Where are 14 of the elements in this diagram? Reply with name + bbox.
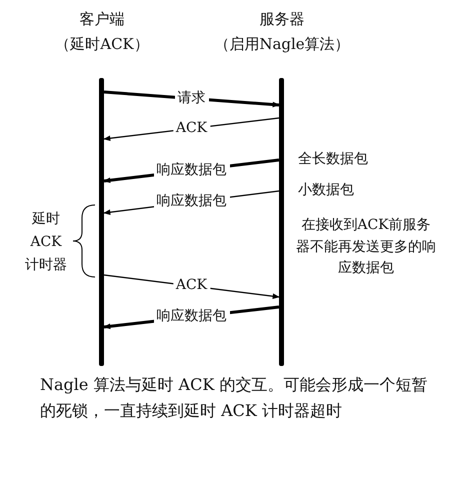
note-text: 延时ACK计时器 <box>24 210 68 276</box>
note-text: 在接收到ACK前服务器不能再发送更多的响应数据包 <box>296 216 436 278</box>
edge-label: 请求 <box>174 88 208 106</box>
lifeline-subtitle: （延时ACK） <box>54 35 150 54</box>
lifeline-subtitle: （启用Nagle算法） <box>213 35 351 54</box>
edge-label: 响应数据包 <box>154 307 230 325</box>
note-text: 小数据包 <box>298 181 355 200</box>
caption: Nagle 算法与延时 ACK 的交互。可能会形成一个短暂的死锁，一直持续到延时 ACK 计时器超时 <box>40 374 428 422</box>
lifeline-title: 客户端 <box>78 10 126 29</box>
edge-label: 响应数据包 <box>154 160 230 178</box>
edge-label: ACK <box>172 120 210 136</box>
note-text: 全长数据包 <box>298 150 369 168</box>
lifeline-title: 服务器 <box>258 10 306 29</box>
edge-label: 响应数据包 <box>154 192 230 210</box>
